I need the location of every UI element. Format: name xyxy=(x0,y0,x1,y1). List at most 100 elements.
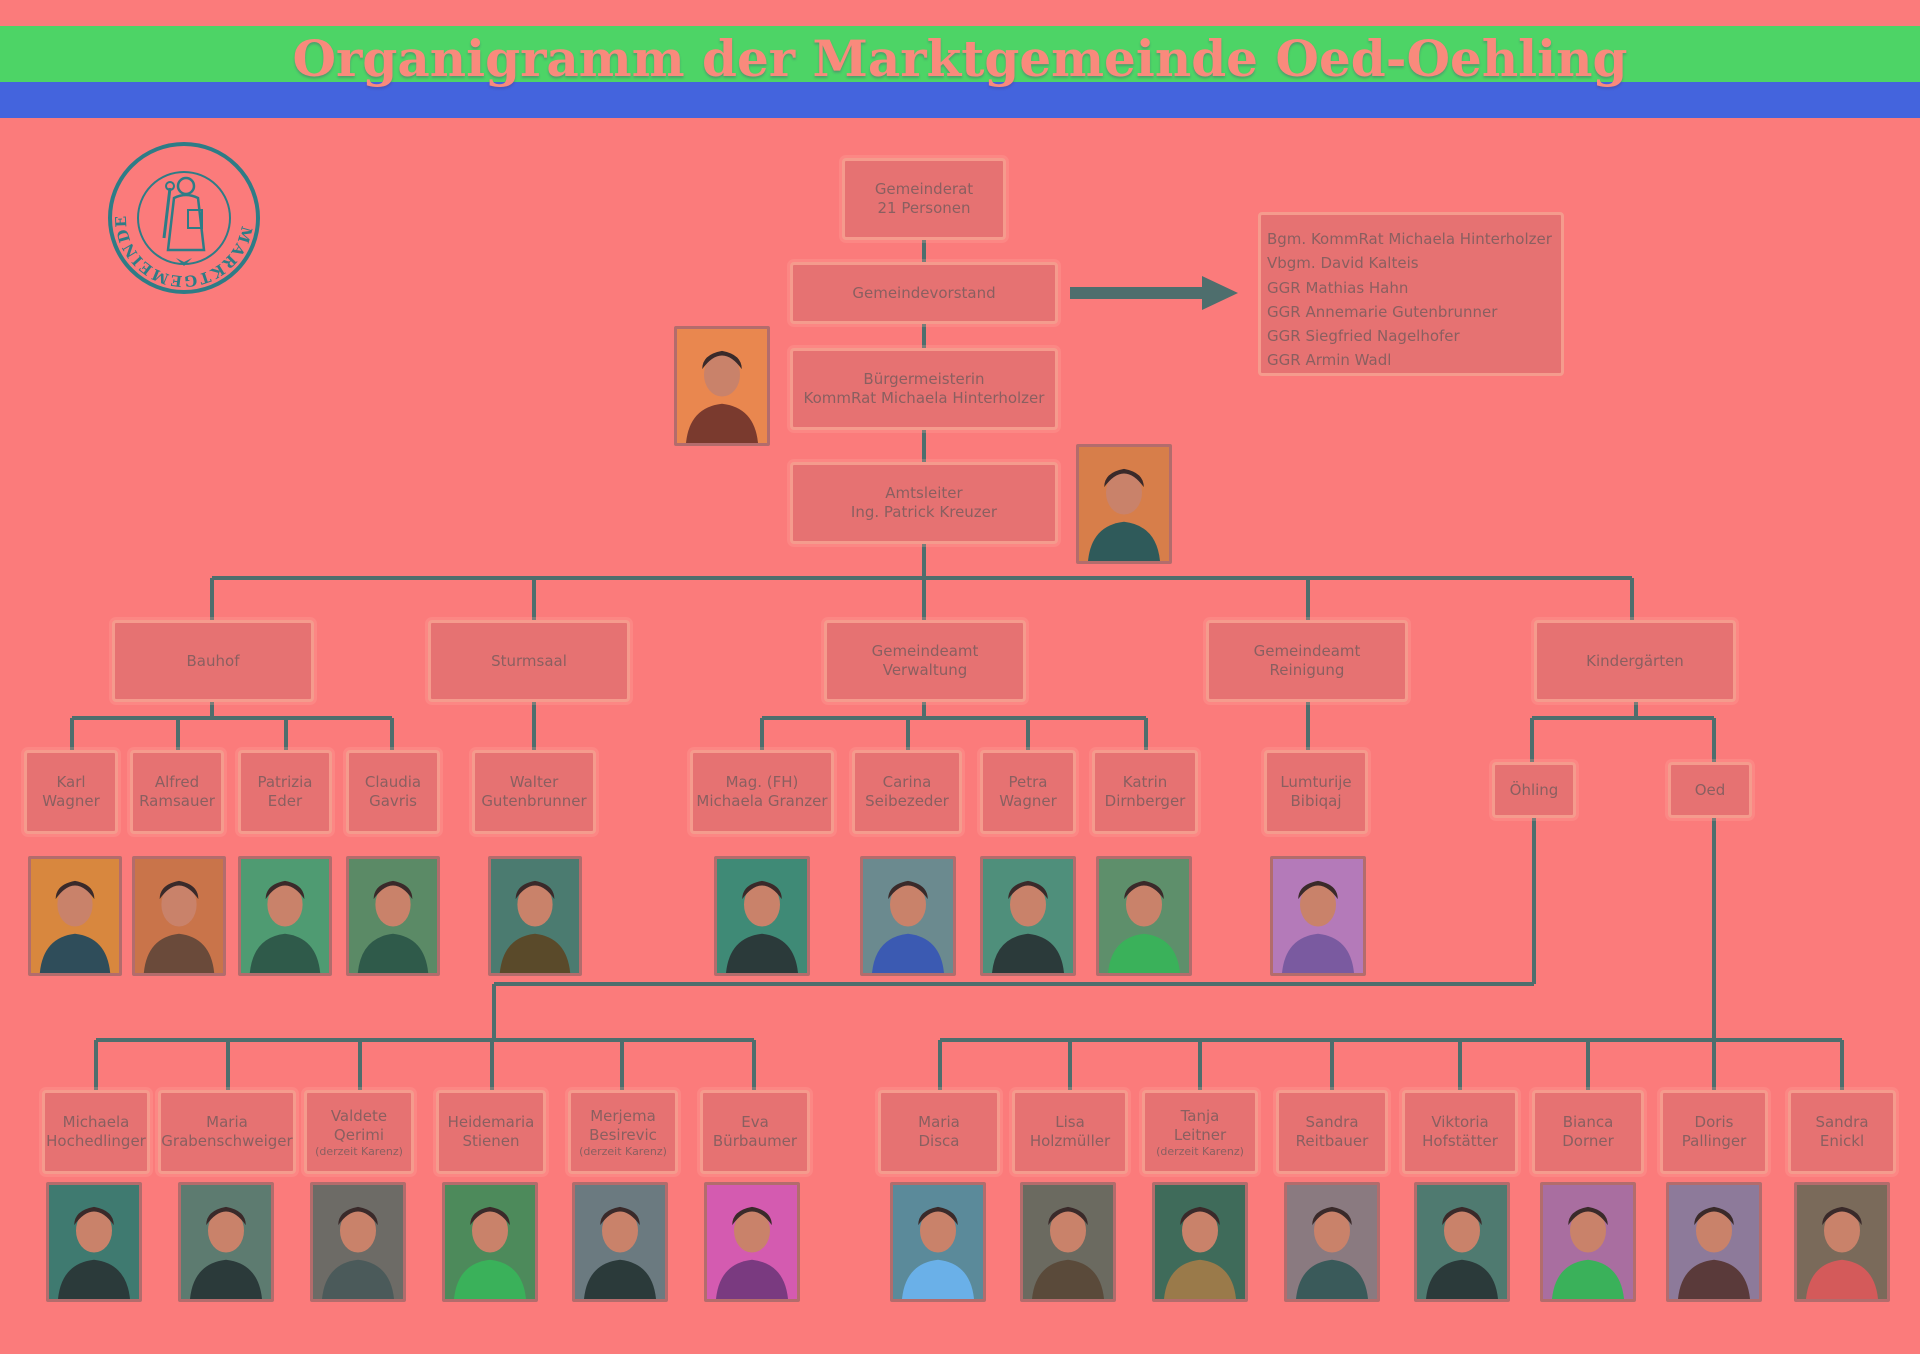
department-label: Kindergärten xyxy=(1586,651,1684,670)
buergermeisterin-box: Bürgermeisterin KommRat Michaela Hinterh… xyxy=(790,348,1058,430)
department-bauhof: Bauhof xyxy=(112,620,314,702)
staff-box: Mag. (FH)Michaela Granzer xyxy=(690,750,834,834)
staff-last-name: Leitner xyxy=(1173,1125,1227,1144)
municipal-seal-icon: MARKTGEMEINDE OED-OEHLING xyxy=(104,138,260,294)
department-label: Bauhof xyxy=(186,651,240,670)
staff-first-name: Tanja xyxy=(1180,1106,1220,1125)
portrait-photo xyxy=(1152,1182,1248,1302)
staff-last-name: Stienen xyxy=(462,1132,520,1150)
staff-note: (derzeit Karenz) xyxy=(579,1144,667,1158)
portrait-photo xyxy=(674,326,770,446)
portrait-photo xyxy=(714,856,810,976)
gemeinderat-count: 21 Personen xyxy=(877,199,971,217)
header-band-green xyxy=(0,26,1920,82)
staff-first-name: Patrizia xyxy=(257,773,313,791)
staff-last-name: Dorner xyxy=(1562,1132,1614,1150)
staff-first-name: Katrin xyxy=(1122,773,1168,791)
staff-last-name: Wagner xyxy=(42,792,100,810)
staff-first-name: Petra xyxy=(1008,773,1048,791)
staff-last-name: Gutenbrunner xyxy=(481,792,587,810)
site-label: Öhling xyxy=(1509,780,1559,799)
staff-last-name: Dirnberger xyxy=(1104,792,1186,810)
portrait-photo xyxy=(132,856,226,976)
staff-last-name: Eder xyxy=(267,792,303,810)
staff-first-name: Maria xyxy=(206,1113,248,1131)
vorstand-member: GGR Armin Wadl xyxy=(1267,351,1392,370)
arrow-right-icon xyxy=(1070,276,1238,310)
staff-first-name: Merjema xyxy=(590,1106,656,1125)
portrait-photo xyxy=(1076,444,1172,564)
staff-last-name: Bürbaumer xyxy=(712,1132,798,1150)
portrait-photo xyxy=(1794,1182,1890,1302)
amtsleiter-box: Amtsleiter Ing. Patrick Kreuzer xyxy=(790,462,1058,544)
staff-first-name: Heidemaria xyxy=(447,1113,535,1131)
portrait-photo xyxy=(1666,1182,1762,1302)
vorstand-member: Vbgm. David Kalteis xyxy=(1267,254,1419,273)
department-label-line1: Gemeindeamt xyxy=(871,642,979,660)
site-oehling: Öhling xyxy=(1492,762,1576,818)
amtsleiter-name: Ing. Patrick Kreuzer xyxy=(850,503,998,521)
staff-first-name: Maria xyxy=(918,1113,960,1131)
staff-first-name: Eva xyxy=(741,1113,769,1131)
staff-last-name: Ramsauer xyxy=(139,792,215,810)
staff-title: Mag. (FH) xyxy=(725,773,799,791)
staff-first-name: Lumturije xyxy=(1280,773,1352,791)
portrait-photo xyxy=(46,1182,142,1302)
portrait-photo xyxy=(890,1182,986,1302)
gemeinderat-box: Gemeinderat 21 Personen xyxy=(842,158,1006,240)
portrait-photo xyxy=(1540,1182,1636,1302)
vorstand-member: GGR Mathias Hahn xyxy=(1267,278,1409,297)
gemeinderat-title: Gemeinderat xyxy=(874,180,974,198)
staff-last-name: Besirevic xyxy=(589,1125,657,1144)
portrait-photo xyxy=(1096,856,1192,976)
staff-last-name: Grabenschweiger xyxy=(161,1132,293,1150)
staff-last-name: Seibezeder xyxy=(865,792,949,810)
portrait-photo xyxy=(980,856,1076,976)
department-sturmsaal: Sturmsaal xyxy=(428,620,630,702)
staff-first-name: Claudia xyxy=(364,773,422,791)
staff-name: Michaela Granzer xyxy=(696,792,828,810)
staff-last-name: Hochedlinger xyxy=(46,1132,146,1150)
staff-first-name: Walter xyxy=(509,773,559,791)
staff-last-name: Bibiqaj xyxy=(1290,792,1342,810)
portrait-photo xyxy=(310,1182,406,1302)
portrait-photo xyxy=(178,1182,274,1302)
staff-first-name: Sandra xyxy=(1305,1113,1359,1131)
portrait-photo xyxy=(572,1182,668,1302)
staff-last-name: Gavris xyxy=(369,792,417,810)
portrait-photo xyxy=(1020,1182,1116,1302)
staff-last-name: Holzmüller xyxy=(1029,1132,1111,1150)
vorstand-member: GGR Siegfried Nagelhofer xyxy=(1267,327,1460,346)
staff-last-name: Disca xyxy=(918,1132,960,1150)
department-label-line2: Verwaltung xyxy=(882,661,968,679)
buergermeisterin-title: Bürgermeisterin xyxy=(863,370,985,388)
staff-first-name: Michaela xyxy=(62,1113,130,1131)
amtsleiter-title: Amtsleiter xyxy=(885,484,963,502)
vorstand-member: GGR Annemarie Gutenbrunner xyxy=(1267,302,1498,321)
staff-last-name: Hofstätter xyxy=(1422,1132,1498,1150)
portrait-photo xyxy=(704,1182,800,1302)
portrait-photo xyxy=(28,856,122,976)
department-label-line2: Reinigung xyxy=(1269,661,1345,679)
vorstand-member: Bgm. KommRat Michaela Hinterholzer xyxy=(1267,230,1552,248)
portrait-photo xyxy=(1414,1182,1510,1302)
department-verwaltung: Gemeindeamt Verwaltung xyxy=(824,620,1026,702)
department-kindergaerten: Kindergärten xyxy=(1534,620,1736,702)
